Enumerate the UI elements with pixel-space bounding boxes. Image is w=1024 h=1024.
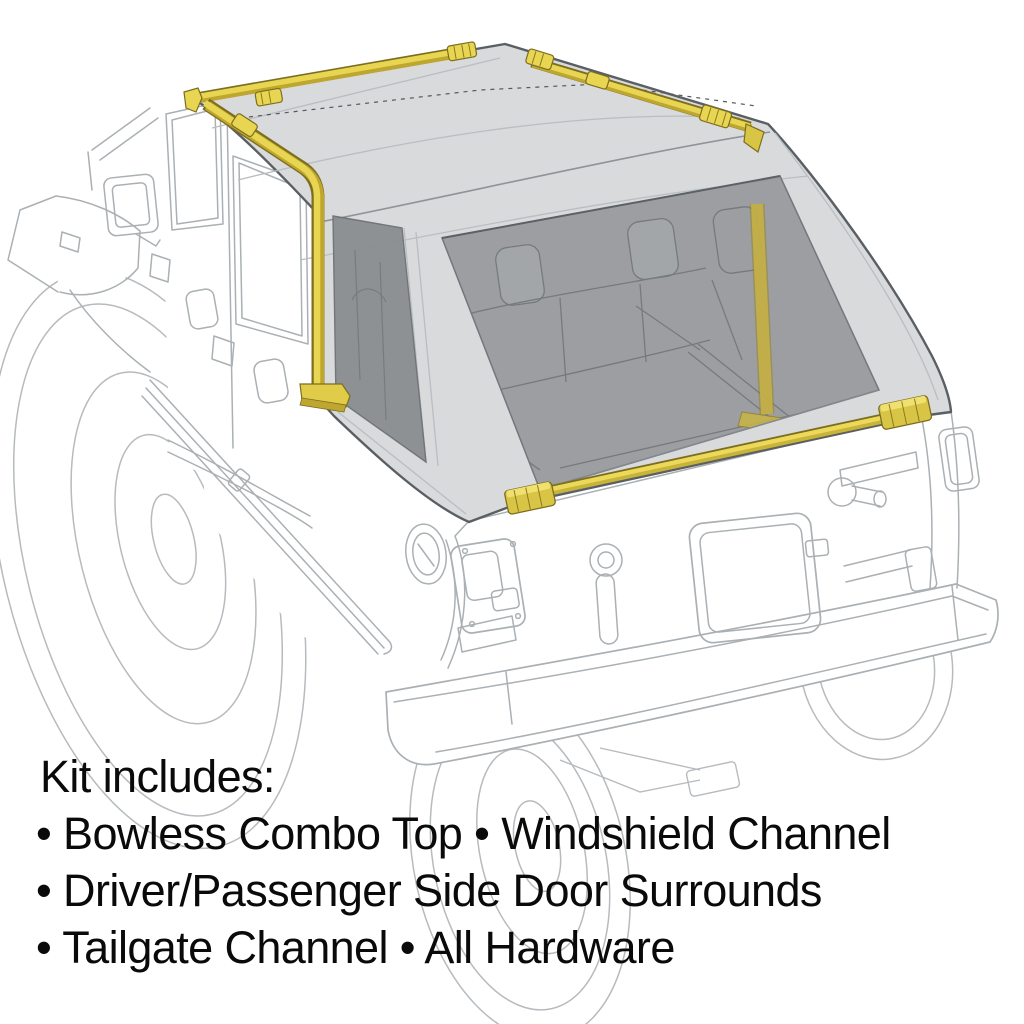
pillar-foot-shade <box>299 397 347 413</box>
headrest <box>495 244 545 306</box>
spare-tire-mount <box>688 512 830 644</box>
kit-line-3: • Tailgate Channel • All Hardware <box>36 922 675 973</box>
door-front <box>149 101 234 449</box>
rear-quarter-panel <box>405 520 470 669</box>
headrest <box>627 217 679 281</box>
rail-bracket <box>525 48 555 71</box>
kit-heading: Kit includes: <box>40 751 275 802</box>
kit-line-1: • Bowless Combo Top • Windshield Channel <box>36 808 891 859</box>
front-fender <box>55 195 151 373</box>
rail-clamp <box>585 70 610 90</box>
tailgate-channel-bracket-right <box>878 395 933 430</box>
soft-top-cape-fold <box>319 131 771 223</box>
rear-window-belt-line <box>539 389 880 491</box>
roof-dashed-seam <box>239 83 757 119</box>
tailgate <box>450 410 980 653</box>
tailgate-handle <box>589 543 623 645</box>
passenger-side-roof-rail <box>525 48 765 153</box>
rear-bumper <box>385 583 999 766</box>
windshield-channel-rail <box>183 41 478 113</box>
tailgate-channel-bracket-left <box>504 481 556 515</box>
body-linework <box>7 101 999 766</box>
front-clip <box>7 107 159 293</box>
tail-light-left <box>450 538 526 653</box>
tailgate-channel <box>504 395 933 515</box>
kit-highlights <box>183 41 933 515</box>
side-mirror <box>103 173 161 247</box>
license-bracket <box>839 451 938 592</box>
kit-includes-block: Kit includes: • Bowless Combo Top • Wind… <box>36 748 891 976</box>
quarter-window-interior <box>351 249 387 421</box>
fuel-filler <box>405 523 447 585</box>
driver-side-door-surround <box>202 98 351 413</box>
tire-carrier-knob <box>827 477 887 508</box>
kit-line-2: • Driver/Passenger Side Door Surrounds <box>36 865 822 916</box>
rail-corner-hook <box>743 123 765 153</box>
side-step <box>141 379 393 655</box>
rear-window-top-shadow <box>441 175 781 239</box>
rail-clamp <box>231 113 258 138</box>
tail-light-right <box>938 426 980 492</box>
frame-hitch-lines <box>559 747 741 797</box>
